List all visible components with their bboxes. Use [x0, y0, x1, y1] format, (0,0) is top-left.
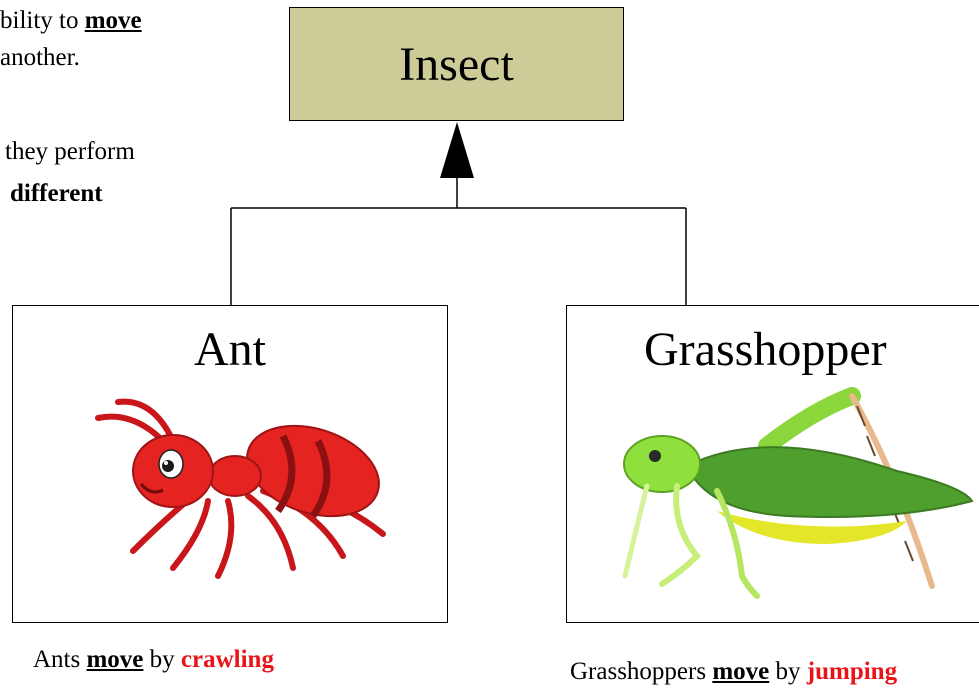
- insect-class-label: Insect: [399, 37, 514, 92]
- ant-caption-subject: Ants: [33, 646, 86, 673]
- inheritance-arrowhead: [440, 122, 474, 178]
- ant-caption-method: crawling: [181, 646, 274, 673]
- grasshopper-caption-subject: Grasshoppers: [570, 658, 712, 685]
- ant-illustration: [13, 306, 449, 624]
- grasshopper-caption-by: by: [769, 658, 807, 685]
- ant-class-box: Ant: [12, 305, 448, 623]
- grasshopper-caption-move: move: [712, 658, 769, 685]
- grasshopper-class-box: Grasshopper: [566, 305, 979, 623]
- grasshopper-caption: Grasshoppers move by jumping: [570, 658, 897, 686]
- ant-caption-move: move: [86, 646, 143, 673]
- ant-caption-by: by: [143, 646, 181, 673]
- grasshopper-illustration: [567, 306, 979, 624]
- grasshopper-caption-method: jumping: [807, 658, 897, 685]
- ant-caption: Ants move by crawling: [33, 646, 274, 674]
- insect-class-box: Insect: [289, 7, 624, 121]
